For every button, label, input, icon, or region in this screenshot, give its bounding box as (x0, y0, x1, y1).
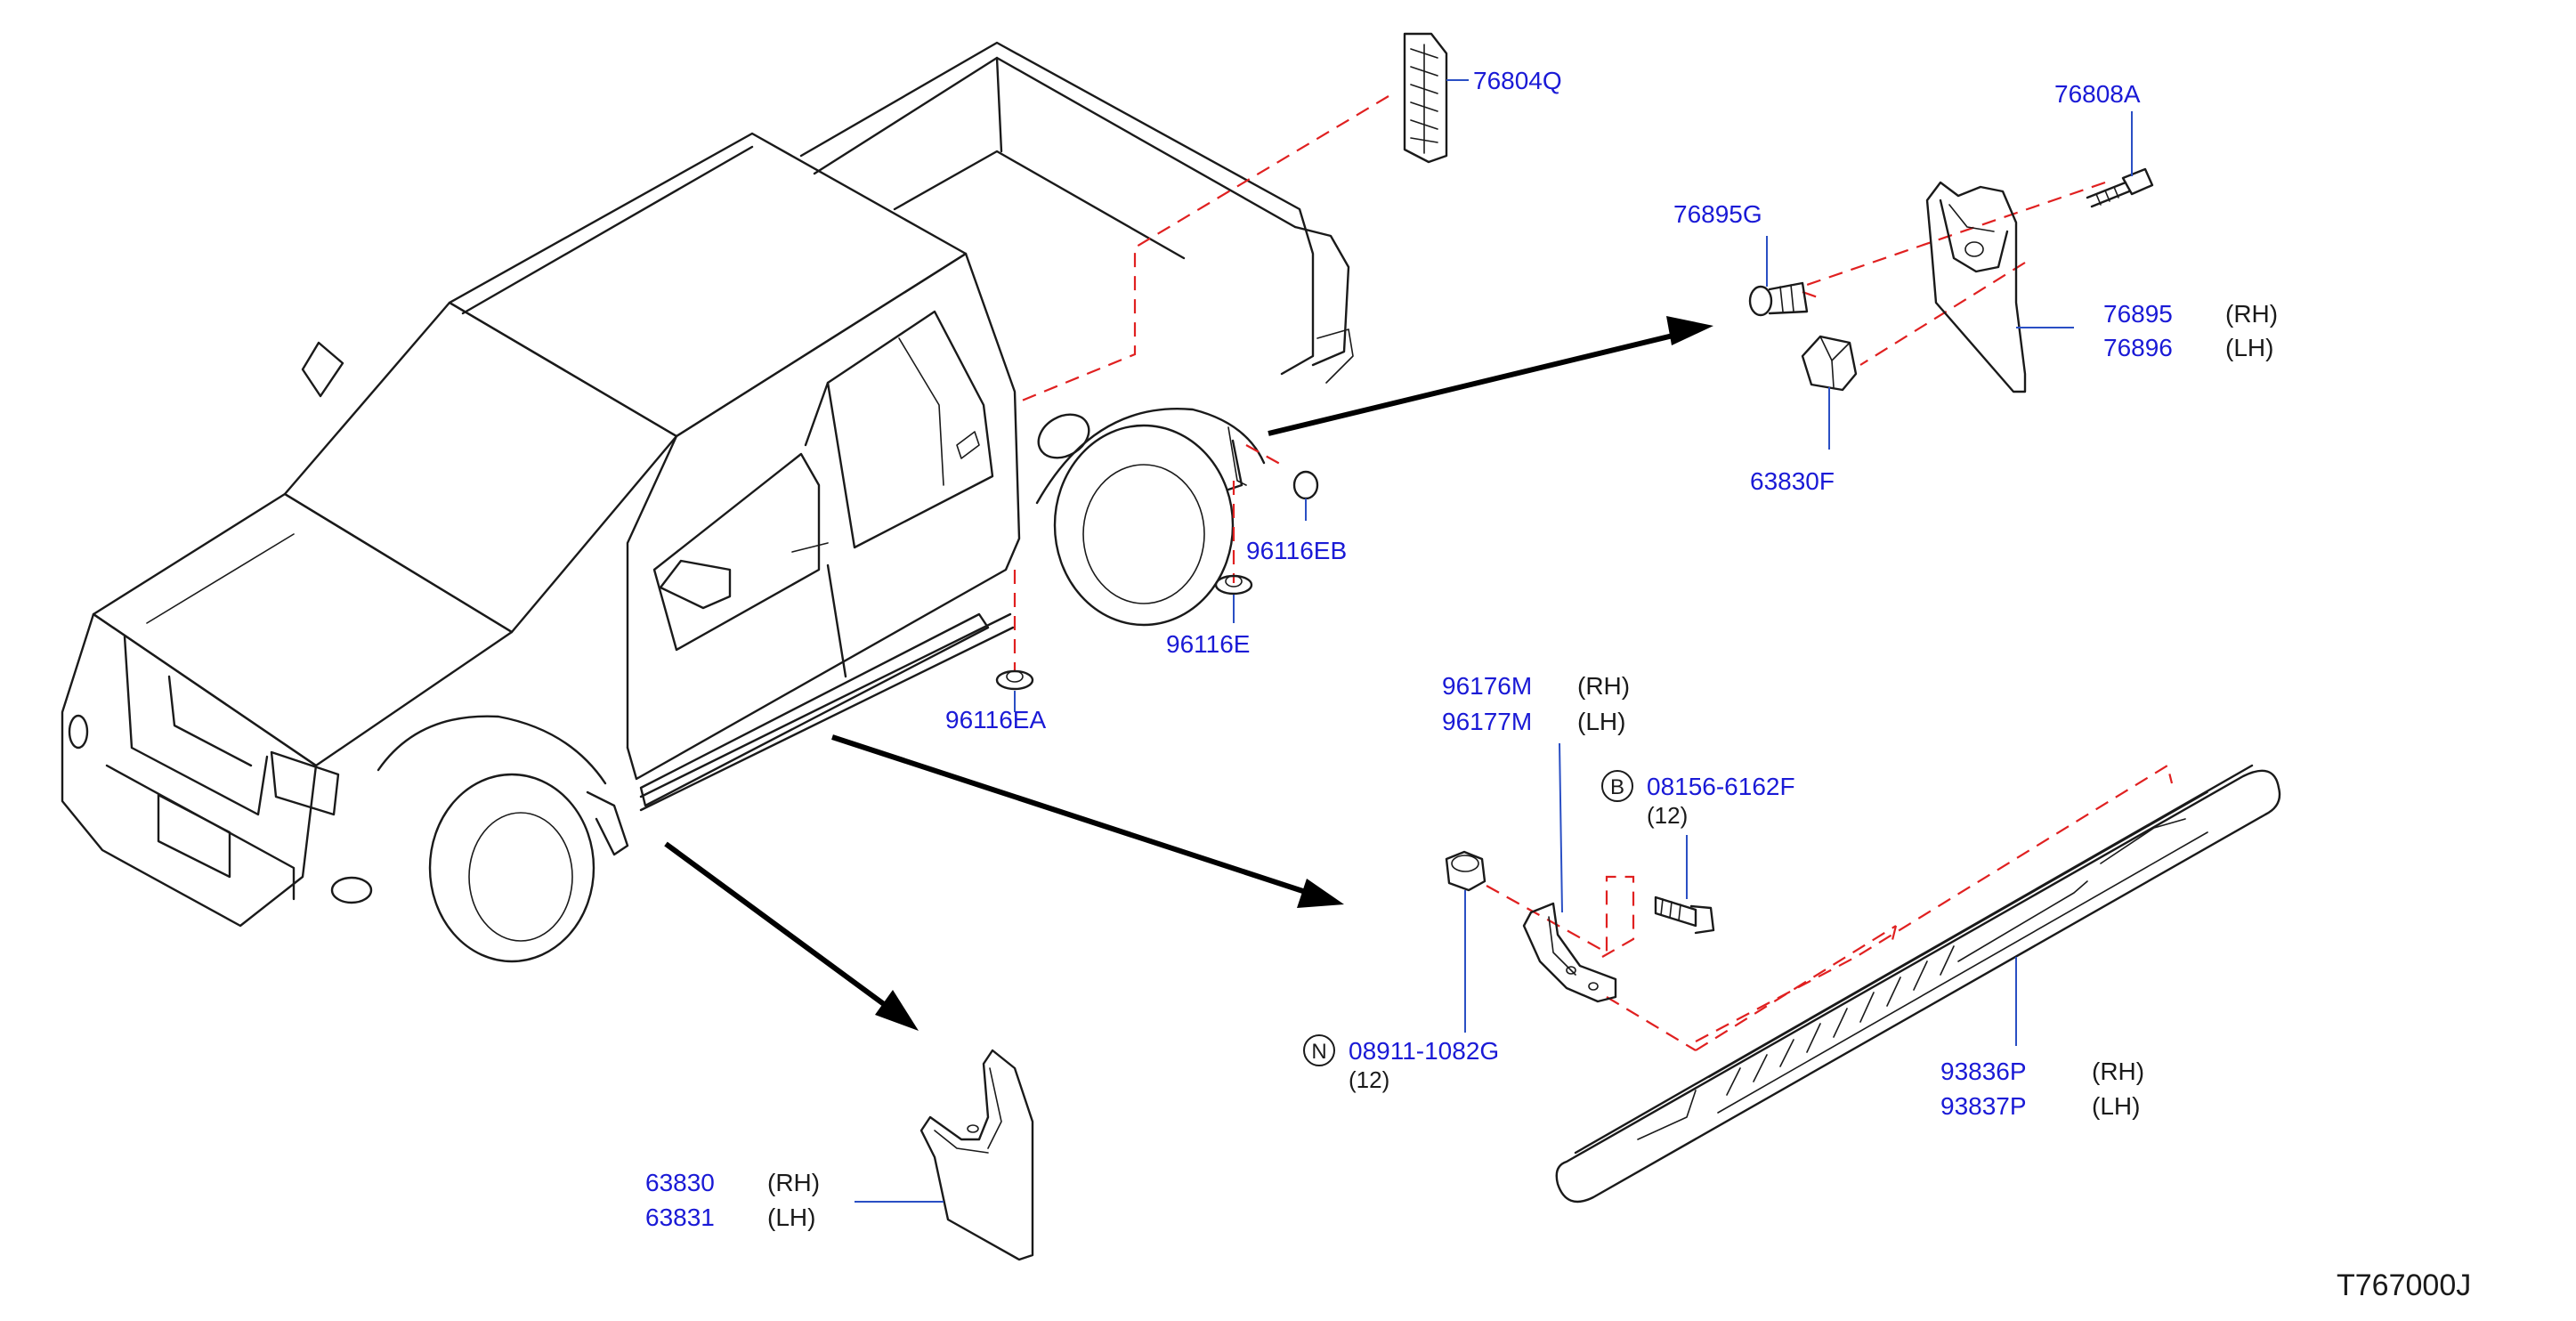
label-08911-1082G: 08911-1082G (1349, 1037, 1499, 1065)
label-63830F: 63830F (1750, 467, 1835, 495)
plug-96116EB (1292, 470, 1319, 500)
label-76895G: 76895G (1673, 200, 1762, 228)
label-96176M: 96176M (1442, 672, 1532, 700)
mudguard-76895 (1925, 181, 2027, 393)
retainer-63830F (1801, 335, 1858, 392)
running-board-93836P (1555, 764, 2281, 1203)
label-63831-side: (LH) (767, 1203, 815, 1231)
label-96116EA: 96116EA (945, 706, 1046, 733)
label-76895-side: (RH) (2225, 300, 2278, 328)
truck-illustration (61, 41, 1354, 963)
label-76804Q: 76804Q (1473, 67, 1562, 94)
label-96116EB: 96116EB (1246, 537, 1347, 564)
nut-marker-letter: N (1311, 1040, 1326, 1064)
diagram-code: T767000J (2337, 1268, 2471, 1302)
label-93836P-side: (RH) (2092, 1058, 2144, 1085)
clip-96116E (1214, 574, 1253, 596)
label-93837P: 93837P (1940, 1092, 2027, 1120)
bolt-08156-6162F (1654, 896, 1715, 935)
label-63830: 63830 (645, 1169, 715, 1196)
pointer-arrows (664, 316, 1713, 1031)
label-08156-qty: (12) (1647, 802, 1688, 829)
label-96177M-side: (LH) (1577, 708, 1625, 735)
label-96177M: 96177M (1442, 708, 1532, 735)
part-labels: 76804Q 76808A 76895G 76895 (RH) 76896 (L… (645, 67, 2471, 1302)
vent-76804Q (1403, 32, 1448, 164)
bolt-callout-marker: B (1601, 770, 1633, 802)
label-08911-qty: (12) (1349, 1066, 1389, 1093)
label-76896: 76896 (2103, 334, 2173, 361)
label-93836P: 93836P (1940, 1058, 2027, 1085)
mudguard-63830 (919, 1049, 1034, 1261)
label-96176M-side: (RH) (1577, 672, 1630, 700)
bracket-96176M (1522, 902, 1617, 1003)
label-63830-side: (RH) (767, 1169, 820, 1196)
label-63831: 63831 (645, 1203, 715, 1231)
label-76895: 76895 (2103, 300, 2173, 328)
label-76896-side: (LH) (2225, 334, 2273, 361)
nut-callout-marker: N (1303, 1034, 1335, 1066)
label-76808A: 76808A (2054, 80, 2141, 108)
label-08156-6162F: 08156-6162F (1647, 773, 1795, 800)
label-93837P-side: (LH) (2092, 1092, 2140, 1120)
assembly-lines (1013, 95, 2174, 1051)
nut-08911-1082G (1445, 850, 1486, 892)
label-96116E: 96116E (1166, 630, 1250, 658)
screw-76808A (2086, 167, 2154, 208)
clip-76895G (1748, 281, 1809, 317)
clip-96116EA (995, 669, 1034, 691)
leader-lines (855, 79, 2133, 1203)
bolt-marker-letter: B (1610, 775, 1624, 799)
